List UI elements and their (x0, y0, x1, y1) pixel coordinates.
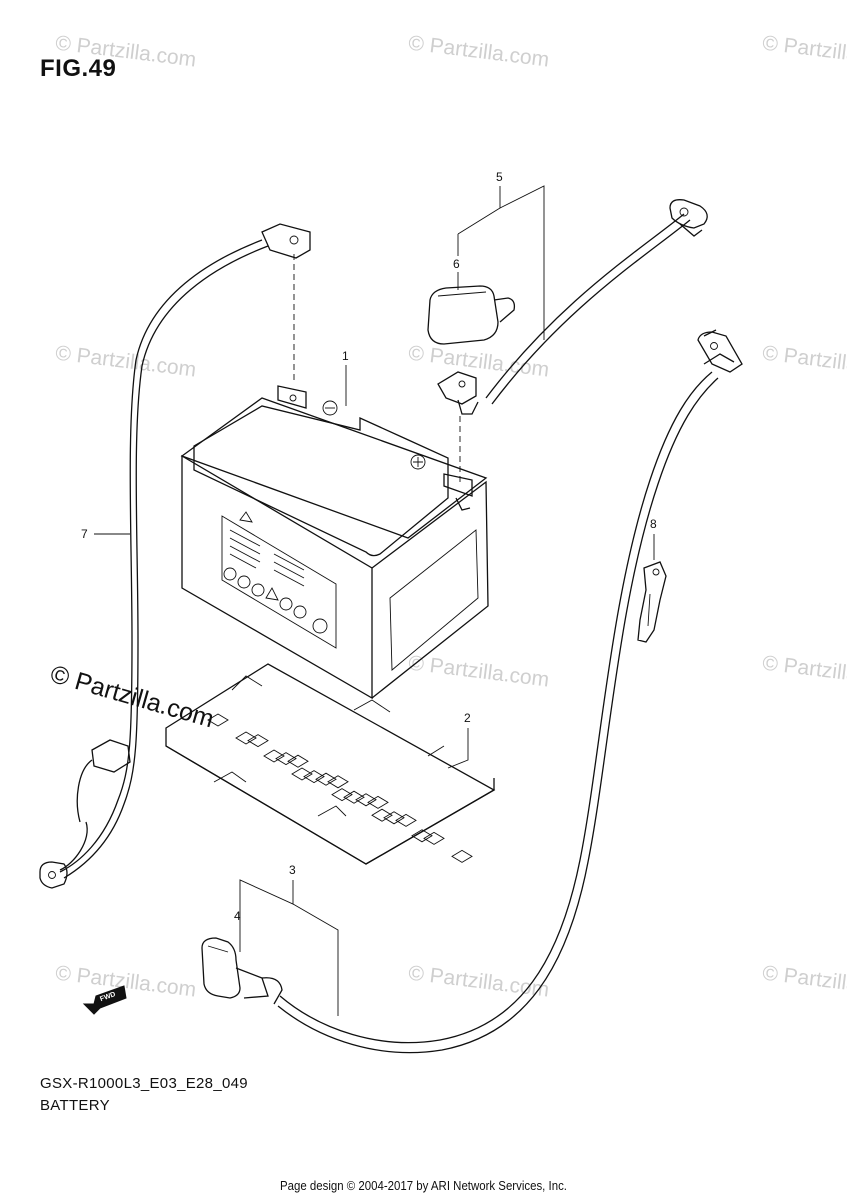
battery-strap-clip (637, 561, 667, 643)
tray-slot (327, 775, 349, 789)
tray-slot (451, 849, 473, 863)
figure-caption: BATTERY (40, 1097, 110, 1114)
tray-slot (383, 811, 405, 825)
callout-3[interactable]: 3 (289, 863, 296, 877)
tray-slot (367, 795, 389, 809)
tray-slot (411, 829, 433, 843)
positive-cable (437, 199, 708, 415)
tray-slot (303, 770, 325, 784)
tray-slot (291, 767, 313, 781)
page-footer: Page design © 2004-2017 by ARI Network S… (280, 1178, 567, 1193)
starter-cable-with-boot (201, 329, 743, 1054)
tray-slot (371, 808, 393, 822)
callout-8[interactable]: 8 (650, 517, 657, 531)
tray-slot (235, 731, 257, 745)
tray-slot (331, 788, 353, 802)
leader-line (447, 728, 469, 769)
leader-line (239, 879, 294, 952)
callout-7[interactable]: 7 (81, 527, 88, 541)
leader-line (457, 186, 501, 235)
tray-slot (315, 772, 337, 786)
callout-2[interactable]: 2 (464, 711, 471, 725)
tray-slot (275, 752, 297, 766)
tray-slot (287, 754, 309, 768)
tray-slot (355, 793, 377, 807)
battery-tray (165, 663, 496, 865)
callout-1[interactable]: 1 (342, 349, 349, 363)
tray-slot (423, 831, 445, 845)
callout-5[interactable]: 5 (496, 170, 503, 184)
negative-lead-wire (39, 223, 311, 889)
tray-slot (207, 713, 229, 727)
tray-slots (207, 713, 473, 863)
figure-code: GSX-R1000L3_E03_E28_049 (40, 1075, 248, 1092)
tray-slot (395, 813, 417, 827)
figure-label: FIG.49 (40, 55, 117, 82)
battery (180, 385, 489, 700)
leader-line (292, 903, 339, 1016)
callout-4[interactable]: 4 (234, 909, 241, 923)
forward-direction-arrow[interactable]: FWD (82, 985, 127, 1015)
terminal-cover-cap (427, 285, 516, 345)
tray-slot (343, 790, 365, 804)
leader-line (499, 185, 545, 340)
tray-slot (247, 734, 269, 748)
tray-slot (263, 749, 285, 763)
callout-6[interactable]: 6 (453, 257, 460, 271)
